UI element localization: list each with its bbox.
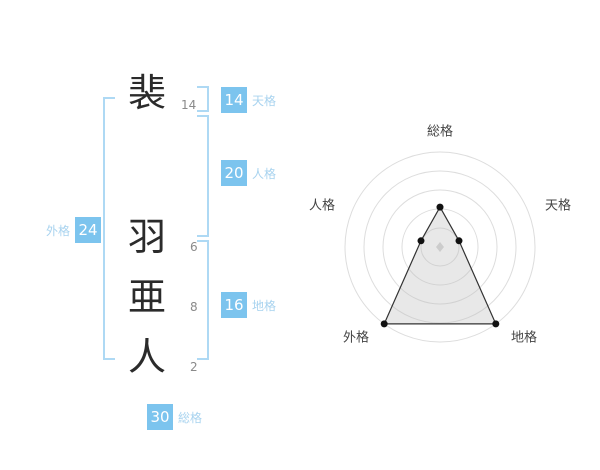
radar-axis-label: 外格 <box>343 330 369 346</box>
given-char-3: 人 <box>127 335 166 379</box>
gaikaku-group: 外格 24 <box>46 217 102 243</box>
radar-center-marker-icon <box>436 242 444 252</box>
radar-point <box>455 237 463 245</box>
soukaku-label: 総格 <box>178 410 203 425</box>
stroke-count: 14 <box>181 98 197 112</box>
radar-ring <box>420 227 460 267</box>
chikaku-label: 地格 <box>252 298 277 313</box>
chikaku-group: 16 地格 <box>221 292 276 318</box>
chikaku-bracket-bottom <box>197 358 209 360</box>
radar-polygon <box>383 205 497 325</box>
jinkaku-label: 人格 <box>252 166 277 181</box>
tenkaku-bracket-bottom <box>197 110 209 112</box>
given-char-2: 亜 <box>127 275 166 319</box>
tenkaku-bracket-top <box>197 86 209 88</box>
stroke-count: 2 <box>190 360 198 374</box>
jinkaku-group: 20 人格 <box>221 160 276 186</box>
tenkaku-bracket-line <box>207 86 209 112</box>
gaikaku-label: 外格 <box>46 223 71 238</box>
stroke-count: 6 <box>190 240 198 254</box>
soukaku-group: 30 総格 <box>147 404 202 430</box>
jinkaku-bracket-line <box>207 115 209 237</box>
radar-axis-label: 天格 <box>545 198 571 214</box>
gaikaku-bracket-top <box>103 97 115 99</box>
chikaku-value-badge: 16 <box>221 292 247 318</box>
radar-ring <box>382 189 498 305</box>
gaikaku-bracket-bottom <box>103 358 115 360</box>
chikaku-bracket-top <box>197 240 209 242</box>
radar-axis-label: 地格 <box>511 330 537 346</box>
radar-point <box>436 203 444 211</box>
radar-axis-label: 総格 <box>427 124 453 140</box>
stroke-count: 8 <box>190 300 198 314</box>
tenkaku-value-badge: 14 <box>221 87 247 113</box>
radar-ring <box>344 151 536 343</box>
radar-axis-label: 人格 <box>309 198 335 214</box>
surname-char: 裴 <box>127 71 166 115</box>
radar-point <box>492 320 500 328</box>
radar-ring <box>363 170 517 324</box>
jinkaku-bracket-top <box>197 115 209 117</box>
soukaku-value-badge: 30 <box>147 404 173 430</box>
gaikaku-bracket-line <box>103 97 105 360</box>
radar-point <box>417 237 425 245</box>
jinkaku-value-badge: 20 <box>221 160 247 186</box>
gaikaku-value-badge: 24 <box>75 217 102 243</box>
tenkaku-label: 天格 <box>252 93 277 108</box>
radar-point <box>380 320 388 328</box>
tenkaku-group: 14 天格 <box>221 87 276 113</box>
given-char-1: 羽 <box>127 215 166 259</box>
jinkaku-bracket-bottom <box>197 235 209 237</box>
chikaku-bracket-line <box>207 240 209 360</box>
